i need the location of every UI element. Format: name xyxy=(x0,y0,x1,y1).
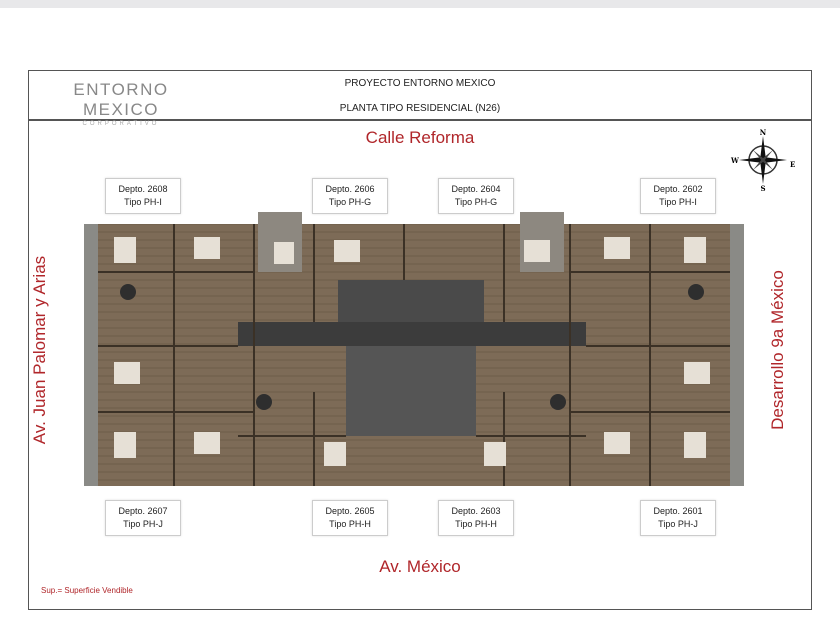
street-west: Av. Juan Palomar y Arias xyxy=(30,255,49,445)
header-divider xyxy=(28,119,812,121)
compass-s: S xyxy=(760,184,765,192)
furniture xyxy=(114,237,710,466)
sheet-frame xyxy=(28,70,812,610)
unit-type: Tipo PH-G xyxy=(328,197,372,207)
elevator-core xyxy=(338,280,484,322)
east-terrace xyxy=(730,224,744,486)
unit-type: Tipo PH-G xyxy=(454,197,498,207)
dining-tables xyxy=(120,284,704,410)
floor-plan xyxy=(84,212,744,486)
unit-number: Depto. 2605 xyxy=(325,506,375,516)
stair-core xyxy=(346,346,476,436)
project-title: PROYECTO ENTORNO MEXICO xyxy=(344,78,496,89)
unit-number: Depto. 2606 xyxy=(325,184,375,194)
unit-type: Tipo PH-J xyxy=(123,519,163,529)
area-note: Sup.= Superficie Vendible xyxy=(41,586,133,595)
unit-type: Tipo PH-I xyxy=(659,197,697,207)
street-north: Calle Reforma xyxy=(365,128,475,147)
window-top-bar xyxy=(0,0,840,8)
unit-type: Tipo PH-I xyxy=(124,197,162,207)
unit-number: Depto. 2604 xyxy=(451,184,501,194)
compass-rose-icon: N S W E xyxy=(730,128,795,192)
unit-type: Tipo PH-H xyxy=(329,519,371,529)
unit-type: Tipo PH-H xyxy=(455,519,497,529)
compass-n: N xyxy=(760,128,767,137)
west-terrace xyxy=(84,224,98,486)
unit-number: Depto. 2602 xyxy=(653,184,703,194)
logo-subtext: CORPORATIVO xyxy=(82,121,160,127)
compass-e: E xyxy=(790,160,795,169)
logo: ENTORNO MEXICO CORPORATIVO xyxy=(36,80,206,127)
compass-w: W xyxy=(730,156,739,165)
plan-title: PLANTA TIPO RESIDENCIAL (N26) xyxy=(339,103,501,114)
corridor xyxy=(238,322,586,346)
street-east: Desarrollo 9a México xyxy=(768,270,787,430)
unit-number: Depto. 2601 xyxy=(653,506,703,516)
unit-type: Tipo PH-J xyxy=(658,519,698,529)
logo-text: ENTORNO MEXICO xyxy=(73,80,169,119)
unit-number: Depto. 2608 xyxy=(118,184,168,194)
unit-number: Depto. 2603 xyxy=(451,506,501,516)
unit-number: Depto. 2607 xyxy=(118,506,168,516)
partition-walls xyxy=(98,224,730,486)
street-south: Av. México xyxy=(379,557,461,576)
